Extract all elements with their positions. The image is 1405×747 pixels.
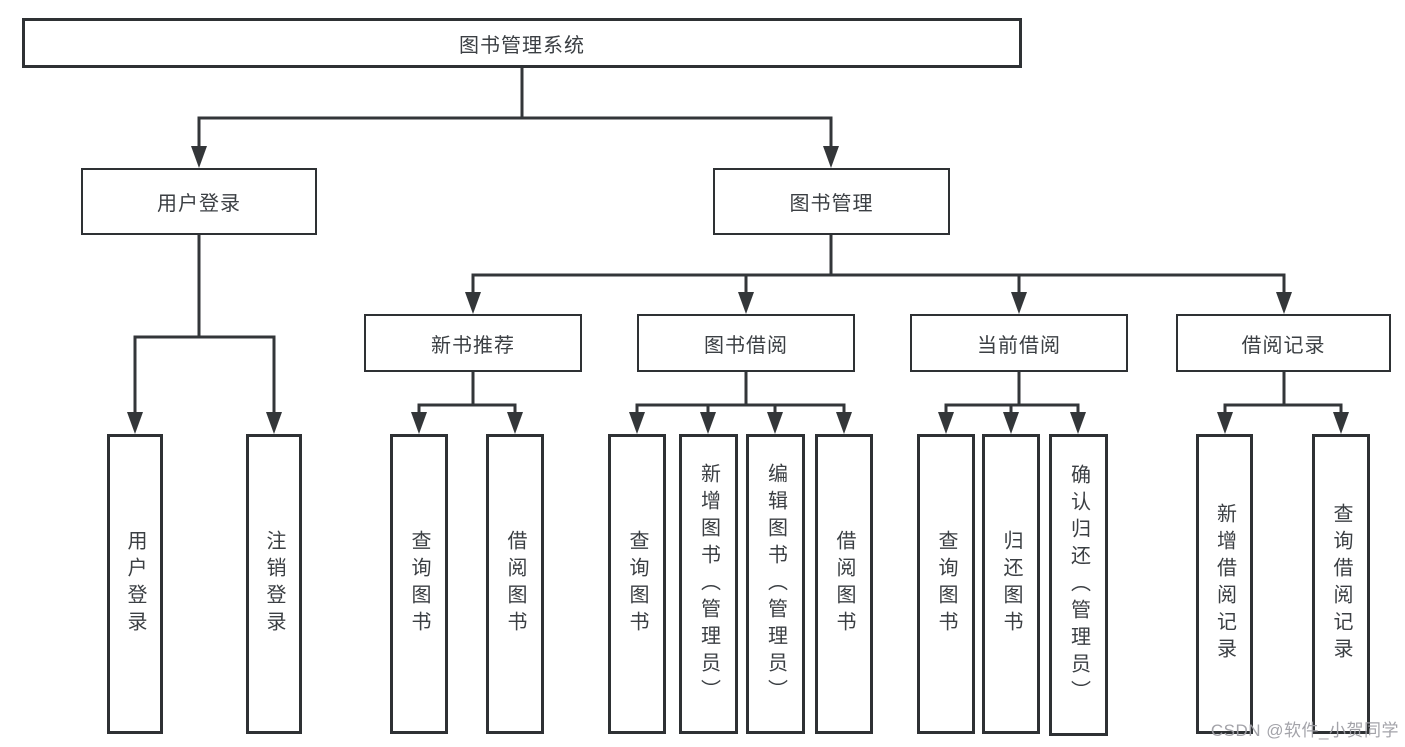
leaf-query-borrow-record: 查询借阅记录: [1312, 434, 1370, 734]
node-borrow-record: 借阅记录: [1176, 314, 1391, 372]
arrowhead-icon: [700, 412, 716, 434]
leaf-query-books: 查询图书: [390, 434, 448, 734]
node-user-login: 用户登录: [81, 168, 317, 235]
node-label: 新增图书（管理员）: [697, 462, 720, 706]
node-label: 借阅图书: [833, 530, 855, 638]
arrowhead-icon: [411, 412, 427, 434]
node-label: 用户登录: [157, 193, 241, 215]
connector-arrowheads: [127, 146, 1349, 434]
leaf-query-books: 查询图书: [917, 434, 975, 734]
node-label: 图书管理系统: [459, 34, 585, 57]
arrowhead-icon: [1276, 292, 1292, 314]
arrowhead-icon: [1011, 292, 1027, 314]
arrowhead-icon: [1070, 412, 1086, 434]
node-label: 注销登录: [263, 530, 285, 638]
node-label: 查询图书: [935, 530, 957, 638]
node-label: 借阅图书: [504, 530, 526, 638]
arrowhead-icon: [1003, 412, 1019, 434]
leaf-logout: 注销登录: [246, 434, 302, 734]
node-label: 当前借阅: [977, 334, 1061, 357]
node-label: 用户登录: [124, 530, 146, 638]
node-new-book-recommend: 新书推荐: [364, 314, 582, 372]
leaf-edit-books-admin: 编辑图书（管理员）: [746, 434, 805, 734]
arrowhead-icon: [836, 412, 852, 434]
leaf-user-login: 用户登录: [107, 434, 163, 734]
arrowhead-icon: [738, 292, 754, 314]
leaf-return-books: 归还图书: [982, 434, 1040, 734]
node-label: 归还图书: [1000, 530, 1022, 638]
node-label: 编辑图书（管理员）: [764, 462, 787, 706]
csdn-watermark: CSDN @软件_小贺同学: [1210, 721, 1399, 740]
arrowhead-icon: [823, 146, 839, 168]
node-label: 新书推荐: [431, 334, 515, 357]
arrowhead-icon: [629, 412, 645, 434]
node-label: 查询图书: [408, 530, 430, 638]
leaf-add-borrow-record: 新增借阅记录: [1196, 434, 1253, 734]
arrowhead-icon: [1333, 412, 1349, 434]
node-label: 查询图书: [626, 530, 648, 638]
arrowhead-icon: [507, 412, 523, 434]
arrowhead-icon: [127, 412, 143, 434]
leaf-add-books-admin: 新增图书（管理员）: [679, 434, 738, 734]
node-label: 新增借阅记录: [1213, 503, 1236, 665]
leaf-confirm-return-admin: 确认归还（管理员）: [1049, 434, 1108, 736]
arrowhead-icon: [767, 412, 783, 434]
node-label: 图书管理: [789, 193, 874, 215]
arrowhead-icon: [938, 412, 954, 434]
leaf-borrow-books: 借阅图书: [486, 434, 544, 734]
node-root-system: 图书管理系统: [22, 18, 1022, 68]
node-current-borrow: 当前借阅: [910, 314, 1128, 372]
arrowhead-icon: [191, 146, 207, 168]
arrowhead-icon: [1217, 412, 1233, 434]
leaf-borrow-books: 借阅图书: [815, 434, 873, 734]
arrowhead-icon: [465, 292, 481, 314]
node-label: 确认归还（管理员）: [1067, 463, 1090, 707]
leaf-query-books: 查询图书: [608, 434, 666, 734]
node-label: 查询借阅记录: [1330, 503, 1352, 665]
node-label: 借阅记录: [1241, 334, 1326, 357]
arrowhead-icon: [266, 412, 282, 434]
node-label: 图书借阅: [704, 334, 788, 357]
node-book-borrow: 图书借阅: [637, 314, 855, 372]
node-book-management: 图书管理: [713, 168, 950, 235]
